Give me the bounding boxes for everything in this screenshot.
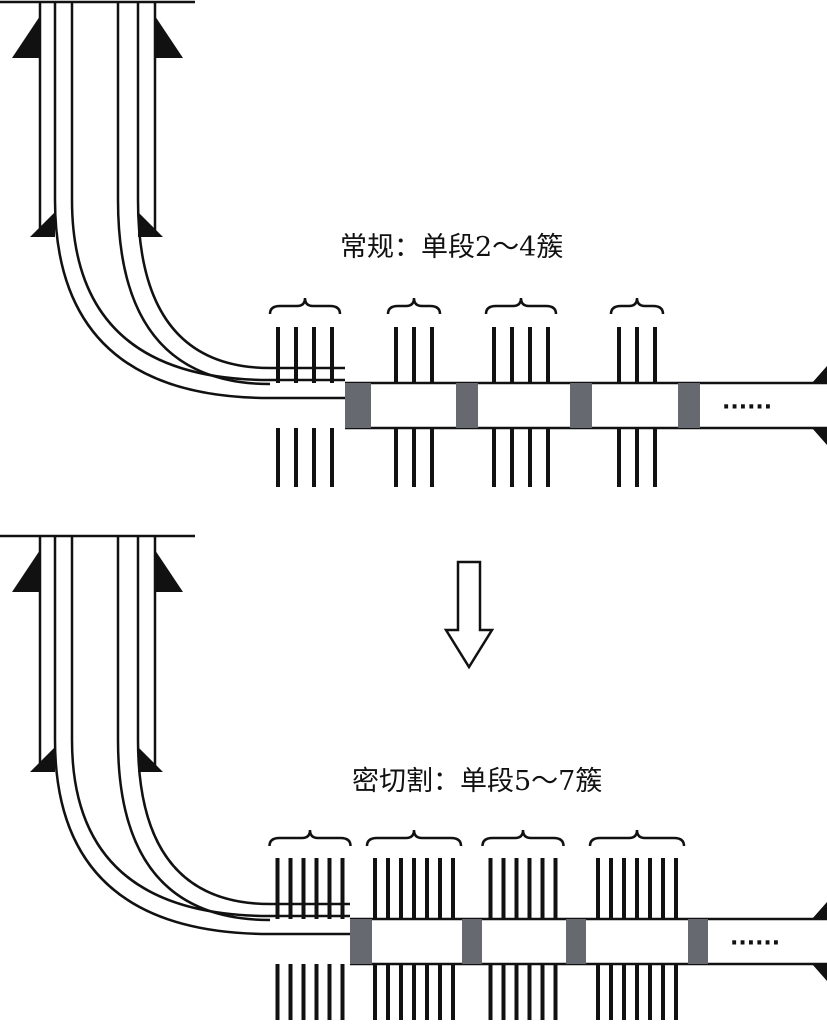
triangle-shoe-icon: [155, 550, 183, 592]
packer: [678, 383, 700, 428]
continuation-dots: ······: [730, 931, 780, 956]
triangle-shoe-icon: [30, 747, 55, 772]
curly-brace-icon: [609, 297, 665, 315]
packers-conventional: [345, 383, 700, 428]
panel-conventional: ······ 常规：单段2～4簇: [0, 0, 827, 487]
curly-brace-icon: [365, 829, 463, 847]
tubing-inner: [116, 536, 271, 922]
casing-shoes-dense: [12, 550, 183, 772]
packer: [345, 383, 371, 428]
curly-brace-icon: [268, 829, 352, 847]
panel-label-dense: 密切割：单段5～7簇: [352, 766, 602, 797]
triangle-shoe-icon: [812, 964, 827, 981]
wellbore-dense: [0, 534, 350, 936]
curly-brace-icon: [268, 297, 342, 315]
stages-conventional: [268, 297, 665, 487]
triangle-shoe-icon: [155, 16, 183, 58]
triangle-shoe-icon: [138, 212, 163, 237]
triangle-shoe-icon: [812, 428, 827, 445]
triangle-shoe-icon: [12, 16, 40, 58]
packer: [456, 383, 478, 428]
borehole-outer: [53, 2, 345, 400]
continuation-dots: ······: [722, 395, 772, 420]
triangle-shoe-icon: [12, 550, 40, 592]
borehole-outer: [53, 536, 350, 936]
curly-brace-icon: [386, 297, 442, 315]
end-shoes-conventional: [812, 366, 827, 445]
borehole-inner: [70, 536, 350, 918]
packer: [566, 919, 586, 964]
packer: [688, 919, 708, 964]
triangle-shoe-icon: [812, 902, 827, 919]
down-arrow-outline-icon: [443, 560, 495, 670]
packers-dense: [350, 919, 708, 964]
packer: [462, 919, 482, 964]
curly-brace-icon: [484, 297, 558, 315]
curly-brace-icon: [481, 829, 565, 847]
end-shoes-dense: [812, 902, 827, 981]
packer: [350, 919, 372, 964]
tubing-inner: [116, 2, 271, 386]
panel-label-conventional: 常规：单段2～4簇: [340, 232, 563, 263]
curly-brace-icon: [588, 829, 686, 847]
wellbore-conventional: [0, 0, 345, 400]
borehole-inner: [70, 2, 345, 382]
packer: [570, 383, 592, 428]
triangle-shoe-icon: [138, 747, 163, 772]
horizontal-casing-dense: [350, 917, 827, 966]
triangle-shoe-icon: [30, 212, 55, 237]
casing-shoes-conventional: [12, 16, 183, 237]
triangle-shoe-icon: [812, 366, 827, 383]
stages-dense: [268, 829, 686, 1020]
panel-dense-cutting: ······ 密切割：单段5～7簇: [0, 534, 827, 1020]
